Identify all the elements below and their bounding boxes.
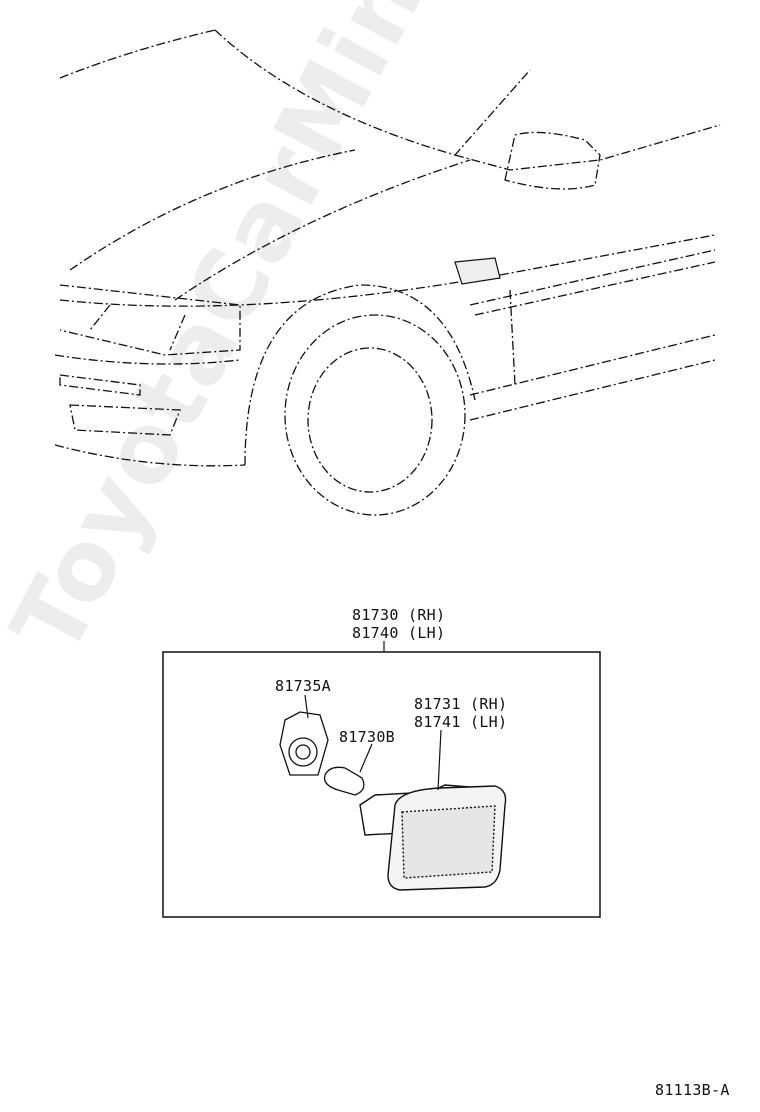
bumper-top xyxy=(54,354,241,365)
diagram-code: 81113B-A xyxy=(655,1081,730,1099)
side-molding-lower xyxy=(474,261,716,316)
bumper-grille xyxy=(59,374,141,396)
lens-icon xyxy=(359,784,507,891)
headlight-divider-2 xyxy=(169,314,186,351)
wheel-arch xyxy=(244,284,476,466)
headlight-outline xyxy=(59,284,241,356)
rim xyxy=(307,347,433,493)
bulb-leader xyxy=(359,743,373,773)
label-lens-lh: 81741 (LH) xyxy=(414,713,508,731)
hood-side-line xyxy=(174,159,471,301)
fog-lamp xyxy=(69,404,181,436)
label-assembly-rh: 81730 (RH) xyxy=(352,606,446,624)
rocker-line xyxy=(469,334,716,396)
side-molding-upper xyxy=(469,249,716,306)
fender-line xyxy=(59,234,716,307)
door-gap xyxy=(509,289,516,386)
hood-edge-line xyxy=(59,29,216,79)
assembly-box xyxy=(162,651,601,918)
label-lens-rh: 81731 (RH) xyxy=(414,695,508,713)
socket-leader xyxy=(304,694,309,719)
lens-leader xyxy=(437,729,442,791)
headlight-divider xyxy=(89,304,111,331)
tire xyxy=(284,314,466,516)
side-mirror xyxy=(504,131,601,190)
label-assembly-lh: 81740 (LH) xyxy=(352,624,446,642)
hood-crease-line xyxy=(69,149,356,271)
beltline xyxy=(454,124,721,171)
side-marker-location xyxy=(454,257,501,285)
label-socket: 81735A xyxy=(275,677,331,695)
socket-icon xyxy=(279,711,329,776)
bulb-icon xyxy=(323,766,365,796)
label-bulb: 81730B xyxy=(339,728,395,746)
rocker-lower-line xyxy=(469,359,716,421)
bumper-bottom xyxy=(54,444,246,467)
